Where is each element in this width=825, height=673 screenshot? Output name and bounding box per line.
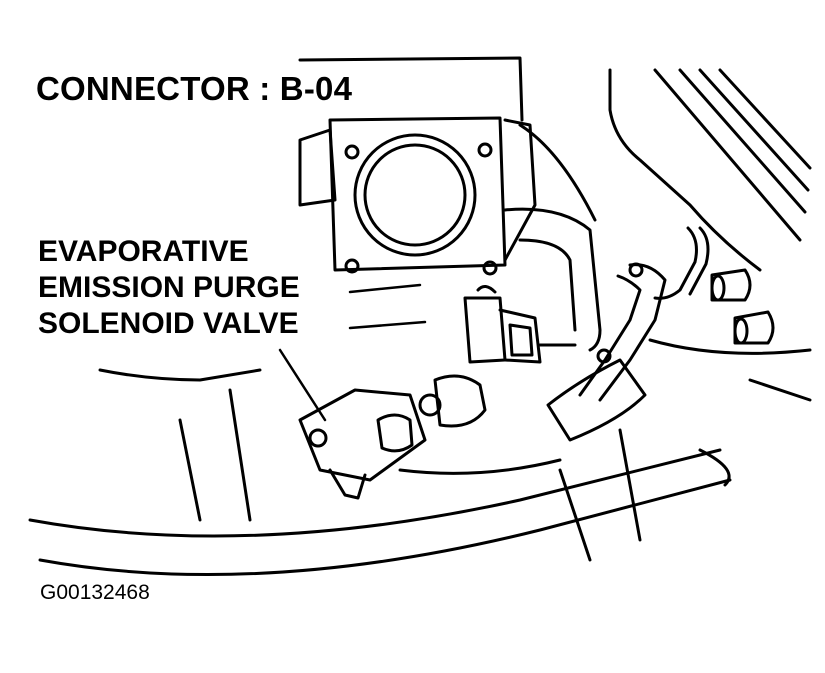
callout-label-line-3: SOLENOID VALVE xyxy=(38,307,303,341)
callout-label-line-1: EVAPORATIVE xyxy=(38,235,253,269)
lower-engine-contours xyxy=(28,338,812,577)
fender-panel xyxy=(608,68,812,272)
intake-duct xyxy=(503,123,602,352)
purge-solenoid-valve xyxy=(463,285,577,364)
callout-label-line-2: EMISSION PURGE xyxy=(38,271,304,305)
vacuum-hoses xyxy=(546,226,710,442)
callout-leaders xyxy=(278,283,427,422)
hose-fittings xyxy=(710,268,775,345)
figure-id: G00132468 xyxy=(40,581,150,604)
throttle-body xyxy=(298,56,537,276)
connector-title: CONNECTOR : B-04 xyxy=(36,70,353,107)
connector-b-04 xyxy=(298,374,487,500)
